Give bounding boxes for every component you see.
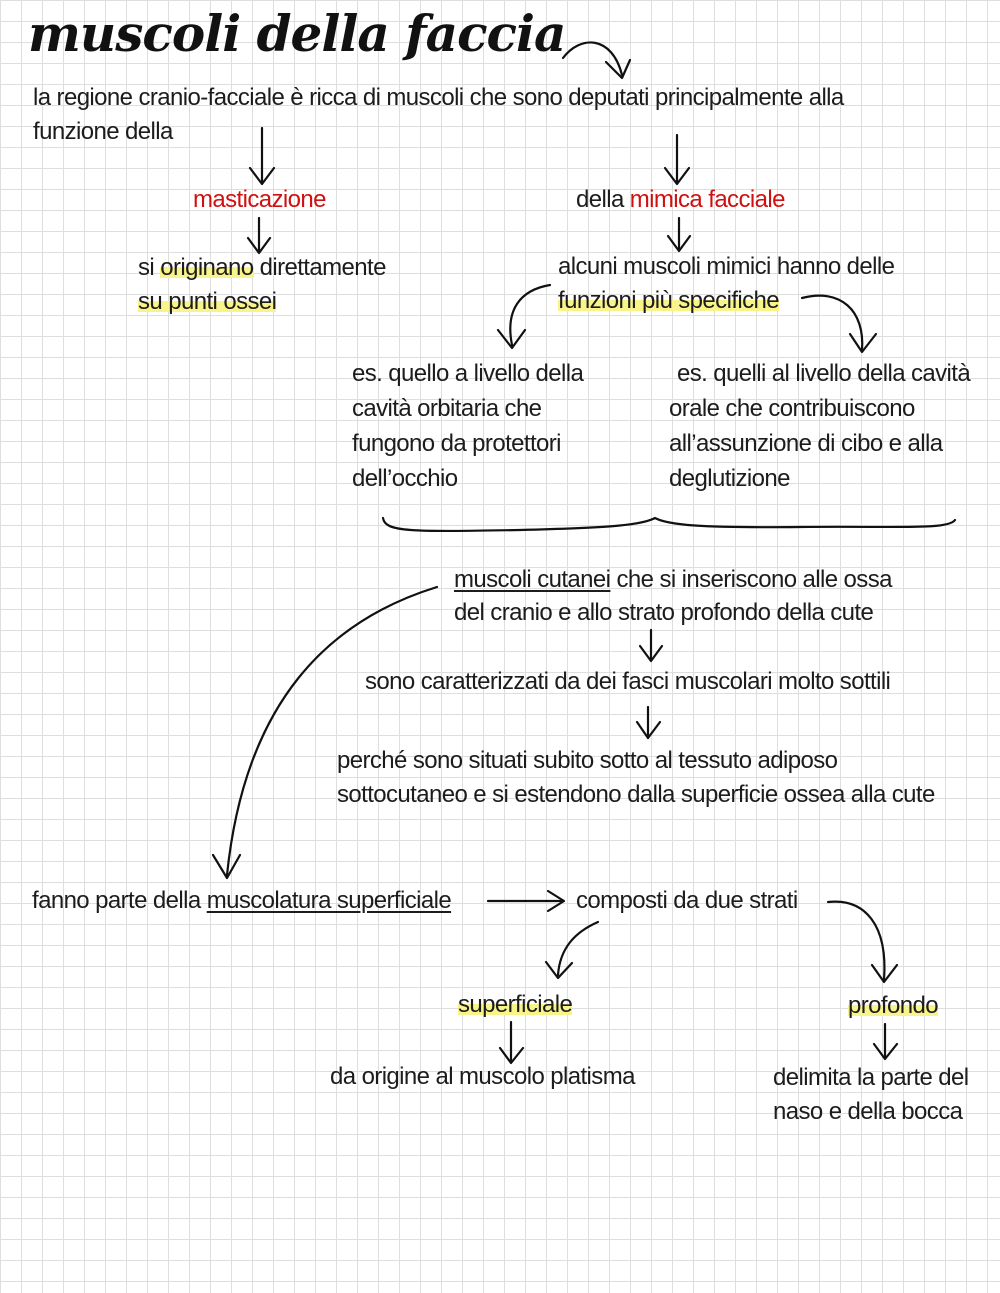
arrow-intro-mimica-head: [663, 166, 691, 186]
cutanei-line-4: perché sono situati subito sotto al tess…: [337, 747, 838, 774]
arrow-example-right: [800, 294, 864, 352]
arrow-mimica-alcuni-head: [666, 234, 692, 253]
intro-line-2: funzione della: [33, 118, 173, 145]
arrow-profondo-desc-head: [872, 1042, 899, 1061]
muscolatura-term: muscolatura superficiale: [206, 887, 452, 914]
arrow-composti-head: [546, 889, 566, 913]
cutanei-line-1-rest: che si inseriscono alle ossa: [610, 566, 892, 593]
highlight-profondo: profondo: [848, 992, 939, 1019]
arrow-big-curve-head: [211, 853, 242, 880]
mimica-label: della mimica facciale: [576, 183, 785, 217]
arrow-to-superficiale-head: [544, 960, 574, 980]
layer-profondo-desc-line-1: delimita la parte del: [773, 1064, 969, 1091]
superficiale-pre: fanno parte della: [32, 887, 207, 914]
cutanei-term: muscoli cutanei: [454, 566, 611, 593]
highlight-funzioni: funzioni più specifiche: [558, 287, 780, 314]
example-right-line-4: deglutizione: [669, 465, 791, 492]
layer-superficiale-label: superficiale: [458, 988, 573, 1022]
mimica-desc-line-2: funzioni più specifiche: [558, 284, 780, 318]
brace: [381, 516, 957, 533]
masticazione-desc-line-2: su punti ossei: [138, 285, 277, 319]
desc-post: direttamente: [253, 254, 387, 281]
masticazione-label: masticazione: [193, 186, 326, 213]
example-right-line-3: all’assunzione di cibo e alla: [669, 430, 943, 457]
arrow-to-profondo-head: [870, 963, 899, 984]
superficiale-section-line: fanno parte della muscolatura superficia…: [32, 884, 452, 918]
mimica-pre: della: [576, 186, 630, 213]
desc-pre: si: [138, 254, 161, 281]
layer-profondo-desc-line-2: naso e della bocca: [773, 1098, 963, 1125]
arrow-cutanei-down2-head: [635, 720, 662, 740]
composti-label: composti da due strati: [576, 887, 798, 914]
cutanei-line-1: muscoli cutanei che si inseriscono alle …: [454, 563, 892, 597]
example-left-line-1: es. quello a livello della: [352, 360, 584, 387]
example-left-line-3: fungono da protettori: [352, 430, 562, 457]
layer-profondo-label: profondo: [848, 989, 939, 1023]
arrow-example-left: [509, 283, 552, 347]
arrow-example-left-head: [496, 328, 527, 350]
cutanei-line-3: sono caratterizzati da dei fasci muscola…: [365, 668, 891, 695]
intro-line-1: la regione cranio-facciale è ricca di mu…: [33, 84, 844, 111]
highlight-punti-ossei: su punti ossei: [138, 288, 277, 315]
arrow-cutanei-down1-head: [638, 644, 664, 663]
cutanei-line-5: sottocutaneo e si estendono dalla superf…: [337, 781, 935, 808]
arrow-title: [561, 41, 624, 77]
arrow-to-profondo: [826, 900, 886, 982]
masticazione-desc-line-1: si originano direttamente: [138, 251, 386, 285]
page-title: muscoli della faccia: [28, 4, 566, 63]
highlight-originano: originano: [160, 254, 254, 281]
mimica-desc-line-1: alcuni muscoli mimici hanno delle: [558, 253, 895, 280]
example-left-line-4: dell’occhio: [352, 465, 458, 492]
example-left-line-2: cavità orbitaria che: [352, 395, 542, 422]
example-right-line-2: orale che contribuiscono: [669, 395, 915, 422]
arrow-title-head: [604, 58, 632, 80]
arrow-intro-masticazione-head: [248, 166, 276, 186]
layer-superficiale-desc: da origine al muscolo platisma: [330, 1063, 635, 1090]
arrow-masticazione-desc-head: [246, 236, 272, 255]
example-right-line-1: es. quelli al livello della cavità: [677, 360, 971, 387]
mimica-red: mimica facciale: [629, 186, 786, 213]
arrow-big-curve: [225, 585, 439, 877]
highlight-superficiale: superficiale: [458, 991, 573, 1018]
arrow-to-superficiale: [556, 920, 600, 977]
arrow-superficiale-desc-head: [498, 1046, 525, 1065]
cutanei-line-2: del cranio e allo strato profondo della …: [454, 599, 874, 626]
arrow-example-right-head: [848, 332, 878, 354]
